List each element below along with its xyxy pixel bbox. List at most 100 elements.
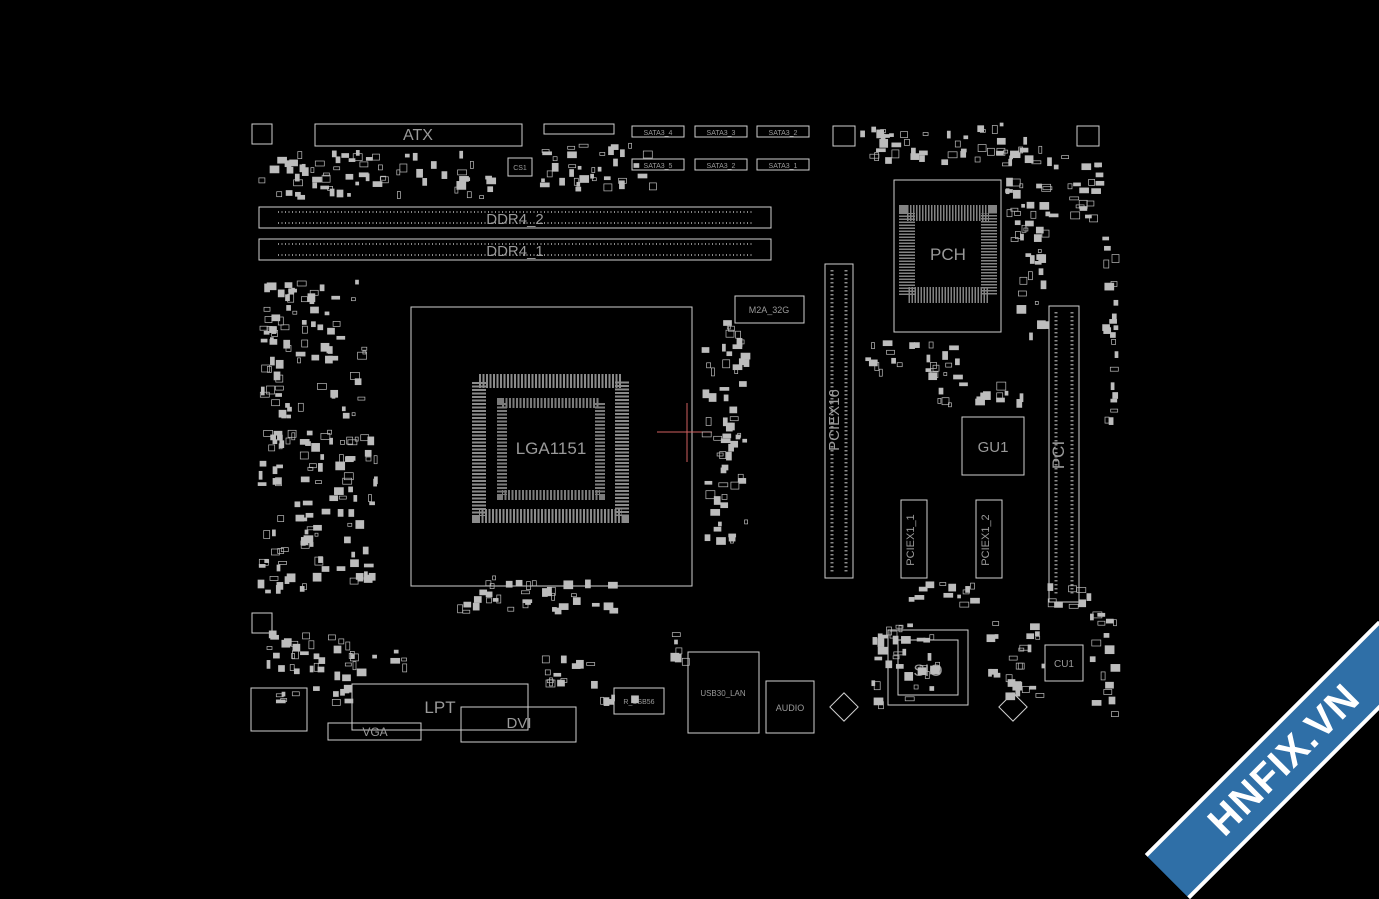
smd-part — [1017, 662, 1023, 670]
smd-part — [600, 696, 604, 705]
smd-part — [351, 551, 356, 558]
smd-part — [701, 347, 710, 353]
smd-part — [1008, 655, 1018, 661]
smd-part — [291, 691, 300, 697]
ps2-port — [250, 687, 308, 732]
smd-part — [1114, 351, 1119, 358]
smd-part — [710, 509, 721, 516]
smd-part — [302, 632, 310, 640]
audio-port: AUDIO — [765, 680, 815, 734]
sata-label-6: SATA3_1 — [769, 163, 798, 170]
smd-part — [738, 478, 747, 484]
smd-part — [1015, 231, 1021, 239]
smd-part — [285, 294, 290, 302]
smd-part — [270, 434, 276, 441]
smd-part — [879, 139, 889, 148]
smd-part — [603, 183, 613, 192]
smd-part — [344, 662, 352, 667]
smd-part — [266, 326, 273, 333]
smd-part — [878, 368, 883, 377]
smd-part — [269, 576, 279, 581]
cu1-chip: CU1 — [1044, 644, 1084, 682]
smd-part — [591, 177, 597, 182]
smd-part — [1037, 320, 1046, 330]
smd-part — [277, 515, 285, 522]
smd-part — [1019, 147, 1029, 153]
smd-part — [1005, 692, 1016, 701]
smd-part — [603, 602, 614, 611]
smd-part — [1010, 237, 1019, 242]
smd-part — [328, 347, 333, 354]
smd-part — [1041, 183, 1052, 192]
smd-part — [1111, 339, 1116, 345]
smd-part — [336, 335, 346, 340]
smd-part — [272, 466, 278, 475]
smd-part — [268, 444, 276, 452]
smd-part — [1113, 325, 1119, 331]
smd-part — [716, 537, 726, 545]
smd-part — [1031, 160, 1042, 165]
smd-part — [992, 621, 1000, 626]
smd-part — [369, 501, 375, 506]
smd-part — [331, 150, 337, 158]
smd-part — [591, 680, 598, 689]
smd-part — [1086, 593, 1092, 601]
smd-part — [716, 452, 724, 457]
smd-part — [671, 632, 681, 637]
smd-part — [281, 639, 291, 648]
smd-part — [345, 456, 354, 463]
smd-part — [331, 699, 341, 706]
smd-part — [628, 142, 632, 149]
smd-part — [1020, 233, 1024, 241]
smd-part — [1110, 664, 1121, 672]
smd-part — [723, 394, 729, 402]
smd-part — [569, 169, 574, 177]
smd-part — [633, 163, 640, 168]
ddr4-1-label: DDR4_1 — [486, 243, 544, 260]
smd-part — [1113, 619, 1117, 627]
smd-part — [704, 480, 713, 485]
smd-part — [591, 167, 596, 173]
smd-part — [264, 316, 273, 323]
smd-part — [728, 533, 737, 538]
smd-part — [946, 130, 951, 139]
smd-part — [1092, 611, 1103, 619]
atx-label: ATX — [403, 127, 433, 144]
smd-part — [1025, 220, 1034, 227]
smd-part — [722, 343, 726, 352]
smd-part — [1023, 227, 1029, 232]
smd-part — [1007, 679, 1016, 687]
smd-part — [339, 454, 344, 463]
pci-label: PCI — [1049, 441, 1068, 469]
smd-part — [285, 345, 292, 352]
smd-part — [738, 358, 745, 366]
smd-part — [914, 342, 920, 348]
smd-part — [430, 161, 437, 169]
smd-part — [885, 157, 892, 164]
smd-part — [302, 325, 308, 334]
smd-part — [340, 440, 345, 445]
smd-part — [312, 572, 322, 582]
smd-part — [351, 297, 356, 302]
smd-part — [551, 162, 559, 172]
smd-part — [279, 440, 285, 449]
motherboard-schematic-canvas[interactable]: ATX SATA3_4 SATA3_3 SATA3_2 SATA3_5 SATA… — [0, 0, 1379, 862]
smd-part — [1014, 220, 1021, 226]
smd-part — [362, 546, 369, 555]
smd-part — [729, 406, 738, 414]
smd-part — [744, 519, 748, 525]
smd-part — [311, 321, 316, 328]
smd-part — [949, 345, 959, 351]
smd-part — [263, 530, 271, 539]
smd-part — [260, 386, 265, 396]
smd-part — [544, 669, 551, 676]
pci-slot: PCI — [1048, 305, 1080, 603]
smd-part — [579, 175, 590, 183]
smd-part — [351, 412, 356, 417]
smd-part — [1053, 164, 1059, 170]
smd-part — [704, 534, 711, 542]
smd-part — [718, 482, 729, 488]
smd-part — [713, 496, 721, 505]
ddr4-2-label: DDR4_2 — [486, 211, 544, 228]
smd-part — [728, 533, 736, 542]
